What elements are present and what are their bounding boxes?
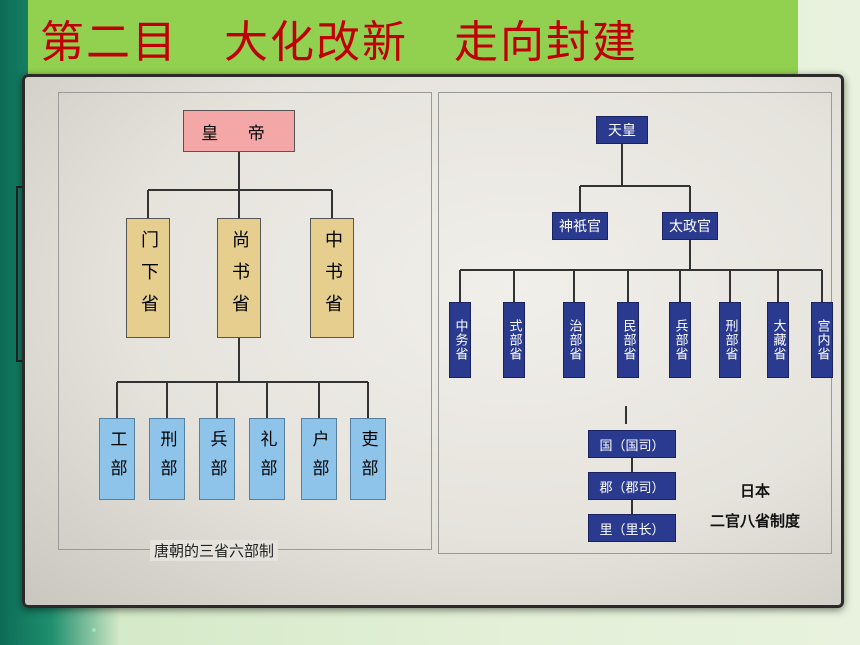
japan-sheng-box: 大藏省	[767, 302, 789, 378]
decorative-dot	[92, 628, 96, 632]
kuni-box: 国（国司）	[588, 430, 676, 458]
xing-bu-box: 刑部	[149, 418, 185, 500]
bing-bu-box: 兵部	[199, 418, 235, 500]
japan-sheng-box: 民部省	[617, 302, 639, 378]
japan-caption-line2: 二官八省制度	[709, 512, 800, 530]
japan-caption: 日本 二官八省制度	[700, 476, 810, 536]
tang-caption: 唐朝的三省六部制	[150, 540, 279, 561]
japan-sheng-box: 式部省	[503, 302, 525, 378]
japan-sheng-box: 中务省	[449, 302, 471, 378]
sato-box: 里（里长）	[588, 514, 676, 542]
shangshu-sheng-box: 尚书省	[217, 218, 261, 338]
japan-sheng-box: 宫内省	[811, 302, 833, 378]
menxia-sheng-box: 门下省	[126, 218, 170, 338]
title-bar: 第二目 大化改新 走向封建	[28, 0, 798, 74]
diagram-photo	[22, 74, 844, 608]
gong-bu-box: 工部	[99, 418, 135, 500]
tenno-box: 天皇	[596, 116, 648, 144]
jingikan-box: 神祇官	[552, 212, 608, 240]
zhongshu-sheng-box: 中书省	[310, 218, 354, 338]
japan-sheng-box: 治部省	[563, 302, 585, 378]
japan-sheng-box: 刑部省	[719, 302, 741, 378]
japan-caption-line1: 日本	[739, 482, 770, 500]
li-bu-personnel-box: 吏部	[350, 418, 386, 500]
background-bracket	[16, 186, 26, 362]
hu-bu-box: 户部	[301, 418, 337, 500]
japan-sheng-box: 兵部省	[669, 302, 691, 378]
gun-box: 郡（郡司）	[588, 472, 676, 500]
emperor-box: 皇 帝	[183, 110, 295, 152]
slide-title: 第二目 大化改新 走向封建	[40, 17, 638, 68]
daijokan-box: 太政官	[662, 212, 718, 240]
li-bu-box: 礼部	[249, 418, 285, 500]
